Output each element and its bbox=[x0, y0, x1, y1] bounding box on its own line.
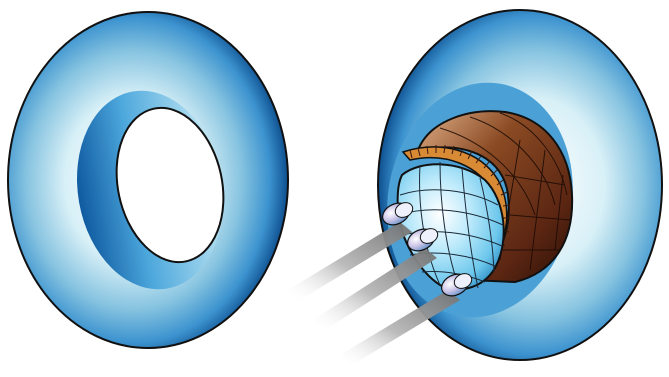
left-torus bbox=[8, 12, 292, 348]
left-torus-gap bbox=[285, 285, 292, 300]
